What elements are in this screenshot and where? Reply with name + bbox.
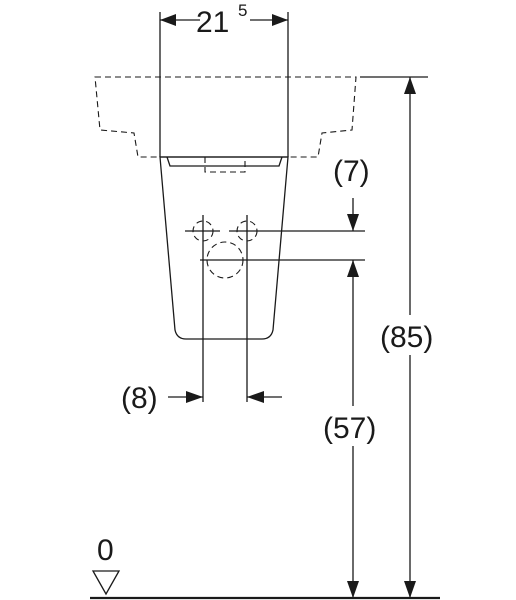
- total-height-dimension: (85): [379, 77, 441, 598]
- extension-lines: [159, 12, 428, 261]
- width-sup-label: 5: [238, 1, 247, 20]
- width-dimension: 21 5: [160, 1, 288, 39]
- floor-level: 0: [90, 534, 440, 600]
- pedestal-body: [159, 156, 289, 340]
- width-main-label: 21: [196, 6, 229, 39]
- floor-level-label: 0: [97, 534, 114, 567]
- pipe-height-dimension: (57): [322, 260, 384, 598]
- total-height-label: (85): [380, 321, 433, 354]
- pipe-connections: [185, 215, 262, 402]
- basin-outline: [94, 76, 357, 173]
- pipe-spacing-label: (8): [121, 382, 158, 415]
- pipe-height-label: (57): [323, 412, 376, 445]
- pipe-spacing-dimension: (8): [121, 382, 282, 415]
- depth-dimension: (7): [333, 155, 370, 231]
- floor-level-triangle-icon: [91, 570, 121, 596]
- depth-top-label: (7): [333, 155, 370, 188]
